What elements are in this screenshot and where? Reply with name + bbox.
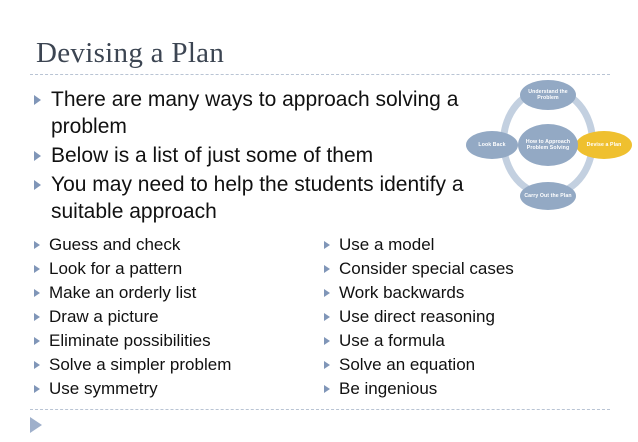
page-title: Devising a Plan xyxy=(36,37,225,69)
list-item: Below is a list of just some of them xyxy=(34,142,474,169)
bullet-triangle-icon xyxy=(324,361,330,369)
footer-divider xyxy=(30,409,610,410)
list-item-label: Solve an equation xyxy=(339,355,476,374)
list-item: Use a formula xyxy=(324,330,614,354)
bullet-triangle-icon xyxy=(34,337,40,345)
list-item-label: Guess and check xyxy=(49,235,181,254)
cycle-node-center[interactable]: How to Approach Problem Solving xyxy=(518,124,578,166)
cycle-node-carry-out-the-plan[interactable]: Carry Out the Plan xyxy=(520,182,576,210)
list-item-label: Use a formula xyxy=(339,331,445,350)
bullet-triangle-icon xyxy=(34,313,40,321)
bullet-triangle-icon xyxy=(34,361,40,369)
list-item-label: Be ingenious xyxy=(339,379,438,398)
strategy-column-left: Guess and check Look for a pattern Make … xyxy=(34,234,324,402)
list-item: Solve an equation xyxy=(324,354,614,378)
list-item: Make an orderly list xyxy=(34,282,324,306)
list-item: You may need to help the students identi… xyxy=(34,171,474,225)
list-item: Be ingenious xyxy=(324,378,614,402)
cycle-node-devise-a-plan[interactable]: Devise a Plan xyxy=(576,131,632,159)
list-item: There are many ways to approach solving … xyxy=(34,86,474,140)
list-item: Work backwards xyxy=(324,282,614,306)
list-item-label: Use a model xyxy=(339,235,435,254)
bullet-triangle-icon xyxy=(34,151,41,161)
list-item: Solve a simpler problem xyxy=(34,354,324,378)
bullet-triangle-icon xyxy=(324,385,330,393)
list-item-label: Eliminate possibilities xyxy=(49,331,211,350)
bullet-triangle-icon xyxy=(34,241,40,249)
list-item-label: Below is a list of just some of them xyxy=(51,144,374,167)
bullet-triangle-icon xyxy=(324,265,330,273)
bullet-triangle-icon xyxy=(324,313,330,321)
list-item-label: Consider special cases xyxy=(339,259,514,278)
title-divider xyxy=(30,74,610,75)
bullet-triangle-icon xyxy=(34,265,40,273)
strategy-columns: Guess and check Look for a pattern Make … xyxy=(34,234,614,402)
bullet-triangle-icon xyxy=(324,289,330,297)
main-bullet-list: There are many ways to approach solving … xyxy=(34,86,474,227)
cycle-node-look-back[interactable]: Look Back xyxy=(466,131,518,159)
list-item-label: There are many ways to approach solving … xyxy=(51,88,459,138)
list-item: Draw a picture xyxy=(34,306,324,330)
bullet-triangle-icon xyxy=(34,95,41,105)
list-item: Use a model xyxy=(324,234,614,258)
list-item: Consider special cases xyxy=(324,258,614,282)
list-item-label: Look for a pattern xyxy=(49,259,183,278)
cycle-node-understand-the-problem[interactable]: Understand the Problem xyxy=(520,80,576,110)
list-item-label: You may need to help the students identi… xyxy=(51,173,464,223)
list-item-label: Make an orderly list xyxy=(49,283,197,302)
list-item: Use direct reasoning xyxy=(324,306,614,330)
bullet-triangle-icon xyxy=(34,385,40,393)
list-item-label: Work backwards xyxy=(339,283,465,302)
list-item-label: Draw a picture xyxy=(49,307,159,326)
strategy-column-right: Use a model Consider special cases Work … xyxy=(324,234,614,402)
list-item: Look for a pattern xyxy=(34,258,324,282)
list-item: Guess and check xyxy=(34,234,324,258)
bullet-triangle-icon xyxy=(34,289,40,297)
play-triangle-icon[interactable] xyxy=(30,417,42,433)
list-item: Use symmetry xyxy=(34,378,324,402)
problem-solving-cycle-diagram: Understand the Problem Devise a Plan Car… xyxy=(466,80,634,212)
list-item: Eliminate possibilities xyxy=(34,330,324,354)
list-item-label: Use direct reasoning xyxy=(339,307,495,326)
list-item-label: Solve a simpler problem xyxy=(49,355,232,374)
bullet-triangle-icon xyxy=(324,337,330,345)
list-item-label: Use symmetry xyxy=(49,379,158,398)
bullet-triangle-icon xyxy=(34,180,41,190)
bullet-triangle-icon xyxy=(324,241,330,249)
